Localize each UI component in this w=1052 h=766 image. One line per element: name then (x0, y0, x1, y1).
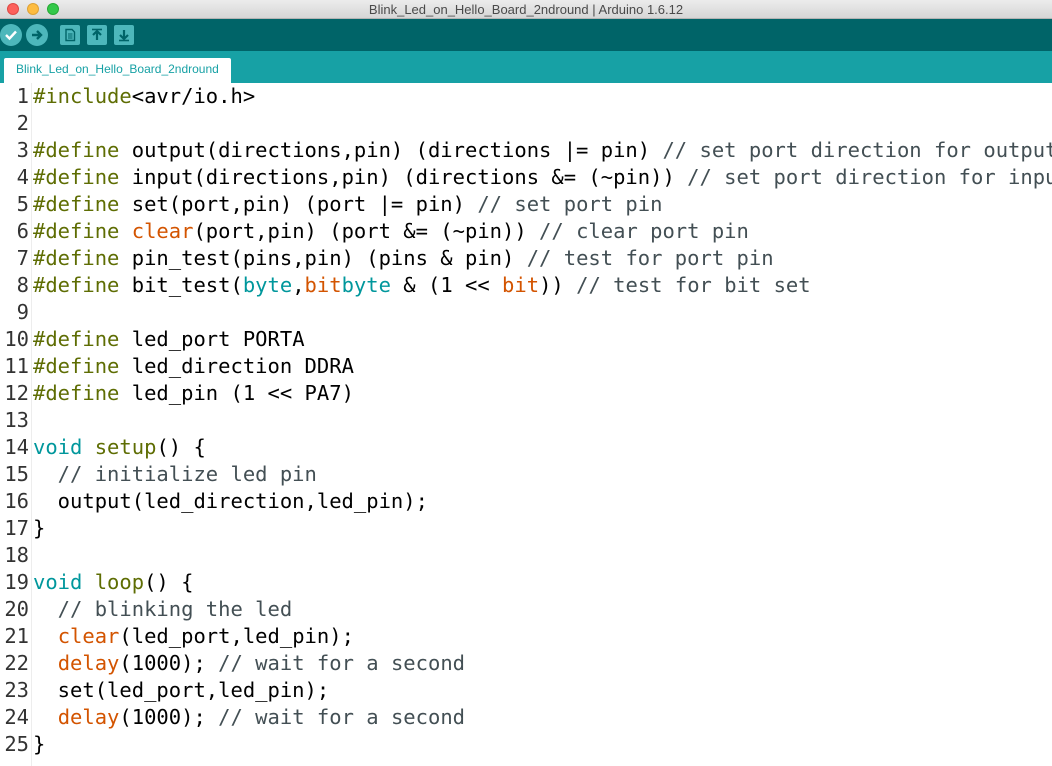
line-number: 1 (16, 84, 29, 108)
tab-bar: Blink_Led_on_Hello_Board_2ndround (0, 51, 1052, 83)
tab-sketch[interactable]: Blink_Led_on_Hello_Board_2ndround (4, 58, 231, 83)
code-text: } (33, 516, 46, 540)
code-text: #define set(port,pin) (port |= pin) // s… (33, 192, 663, 216)
line-number-gutter (0, 83, 32, 766)
line-number: 15 (4, 462, 29, 486)
code-text: void loop() { (33, 570, 194, 594)
line-number: 24 (4, 705, 29, 729)
line-number: 19 (4, 570, 29, 594)
open-button[interactable] (87, 25, 107, 45)
code-text: #define led_port PORTA (33, 327, 305, 351)
code-text: #define bit_test(byte,bitbyte & (1 << bi… (33, 273, 811, 297)
line-number: 23 (4, 678, 29, 702)
line-number: 22 (4, 651, 29, 675)
line-number: 25 (4, 732, 29, 756)
code-line[interactable]: 5#define set(port,pin) (port |= pin) // … (0, 191, 1052, 218)
code-line[interactable]: 16 output(led_direction,led_pin); (0, 488, 1052, 515)
line-number: 2 (16, 111, 29, 135)
new-button[interactable] (60, 25, 80, 45)
line-number: 12 (4, 381, 29, 405)
code-text: } (33, 732, 46, 756)
title-bar: Blink_Led_on_Hello_Board_2ndround | Ardu… (0, 0, 1052, 19)
code-text: void setup() { (33, 435, 206, 459)
line-number: 14 (4, 435, 29, 459)
code-line[interactable]: 13 (0, 407, 1052, 434)
code-line[interactable]: 4#define input(directions,pin) (directio… (0, 164, 1052, 191)
code-line[interactable]: 2 (0, 110, 1052, 137)
code-text: #define pin_test(pins,pin) (pins & pin) … (33, 246, 774, 270)
code-line[interactable]: 12#define led_pin (1 << PA7) (0, 380, 1052, 407)
code-line[interactable]: 22 delay(1000); // wait for a second (0, 650, 1052, 677)
minimize-window-button[interactable] (27, 3, 39, 15)
close-window-button[interactable] (7, 3, 19, 15)
code-line[interactable]: 18 (0, 542, 1052, 569)
code-line[interactable]: 23 set(led_port,led_pin); (0, 677, 1052, 704)
line-number: 4 (16, 165, 29, 189)
code-text: #define input(directions,pin) (direction… (33, 165, 1052, 189)
line-number: 3 (16, 138, 29, 162)
toolbar (0, 19, 1052, 51)
code-text: delay(1000); // wait for a second (57, 705, 465, 729)
code-text: #define clear(port,pin) (port &= (~pin))… (33, 219, 749, 243)
code-line[interactable]: 6#define clear(port,pin) (port &= (~pin)… (0, 218, 1052, 245)
code-line[interactable]: 9 (0, 299, 1052, 326)
arrow-up-icon (92, 28, 102, 40)
code-line[interactable]: 25} (0, 731, 1052, 758)
code-line[interactable]: 11#define led_direction DDRA (0, 353, 1052, 380)
code-text: #define led_pin (1 << PA7) (33, 381, 354, 405)
code-text: // blinking the led (33, 597, 293, 621)
code-line[interactable]: 8#define bit_test(byte,bitbyte & (1 << b… (0, 272, 1052, 299)
upload-button[interactable] (26, 24, 48, 46)
code-text: output(led_direction,led_pin); (33, 489, 428, 513)
check-icon (5, 30, 17, 41)
line-number: 7 (16, 246, 29, 270)
document-icon (65, 28, 76, 42)
code-text: #include<avr/io.h> (33, 84, 256, 108)
code-line[interactable]: 7#define pin_test(pins,pin) (pins & pin)… (0, 245, 1052, 272)
line-number: 20 (4, 597, 29, 621)
code-line[interactable]: 15 // initialize led pin (0, 461, 1052, 488)
code-text: delay(1000); // wait for a second (57, 651, 465, 675)
code-text: #define output(directions,pin) (directio… (33, 138, 1052, 162)
line-number: 11 (4, 354, 29, 378)
line-number: 21 (4, 624, 29, 648)
zoom-window-button[interactable] (47, 3, 59, 15)
code-line[interactable]: 10#define led_port PORTA (0, 326, 1052, 353)
line-number: 8 (16, 273, 29, 297)
code-line[interactable]: 24 delay(1000); // wait for a second (0, 704, 1052, 731)
code-line[interactable]: 21 clear(led_port,led_pin); (0, 623, 1052, 650)
line-number: 9 (16, 300, 29, 324)
arrow-down-icon (119, 30, 129, 42)
line-number: 16 (4, 489, 29, 513)
line-number: 17 (4, 516, 29, 540)
code-text: // initialize led pin (33, 462, 317, 486)
code-text: clear(led_port,led_pin); (57, 624, 354, 648)
code-line[interactable]: 3#define output(directions,pin) (directi… (0, 137, 1052, 164)
code-text: #define led_direction DDRA (33, 354, 354, 378)
code-line[interactable]: 17} (0, 515, 1052, 542)
arrow-right-icon (32, 30, 43, 40)
verify-button[interactable] (0, 24, 22, 46)
code-line[interactable]: 20 // blinking the led (0, 596, 1052, 623)
line-number: 13 (4, 408, 29, 432)
line-number: 18 (4, 543, 29, 567)
line-number: 10 (4, 327, 29, 351)
code-line[interactable]: 1#include<avr/io.h> (0, 83, 1052, 110)
code-text: set(led_port,led_pin); (33, 678, 330, 702)
window-title: Blink_Led_on_Hello_Board_2ndround | Ardu… (368, 2, 684, 17)
save-button[interactable] (114, 25, 134, 45)
line-number: 5 (16, 192, 29, 216)
line-number: 6 (16, 219, 29, 243)
